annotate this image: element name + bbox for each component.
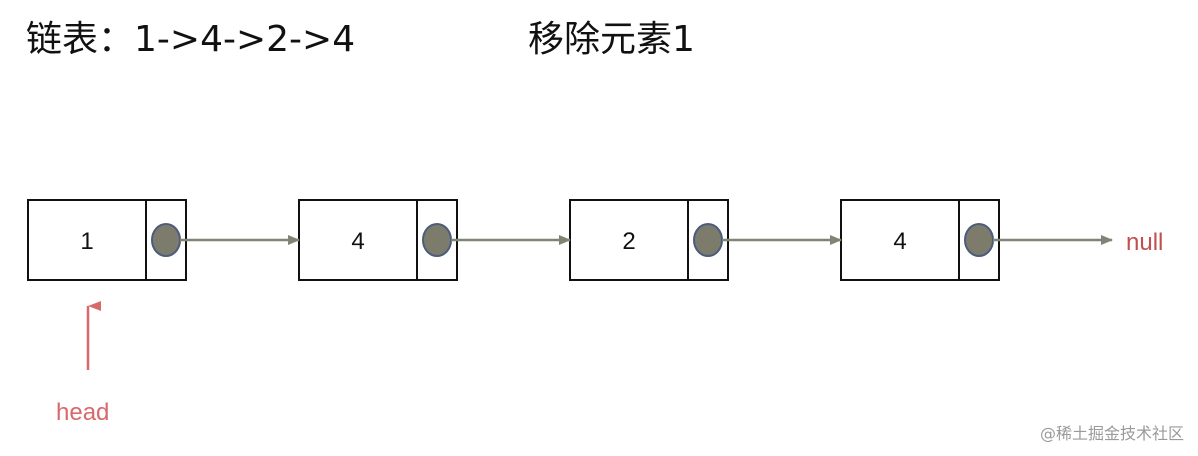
list-node: 1 <box>27 199 187 281</box>
node-value: 4 <box>351 228 364 255</box>
next-pointer-dot <box>422 223 452 257</box>
list-title: 链表：1->4->2->4 <box>26 22 355 58</box>
next-pointer-dot <box>693 223 723 257</box>
list-node: 2 <box>569 199 729 281</box>
list-node: 4 <box>840 199 1000 281</box>
list-node: 4 <box>298 199 458 281</box>
head-label: head <box>56 399 109 426</box>
node-value: 1 <box>80 228 93 255</box>
watermark: @稀土掘金技术社区 <box>1039 424 1184 443</box>
null-label: null <box>1126 229 1163 256</box>
list-title-label: 链表： <box>26 19 135 60</box>
node-value: 4 <box>893 228 906 255</box>
operation-title: 移除元素1 <box>528 19 695 60</box>
node-value: 2 <box>622 228 635 255</box>
next-pointer-dot <box>151 223 181 257</box>
list-title-value: 1->4->2->4 <box>134 19 356 60</box>
next-pointer-dot <box>964 223 994 257</box>
